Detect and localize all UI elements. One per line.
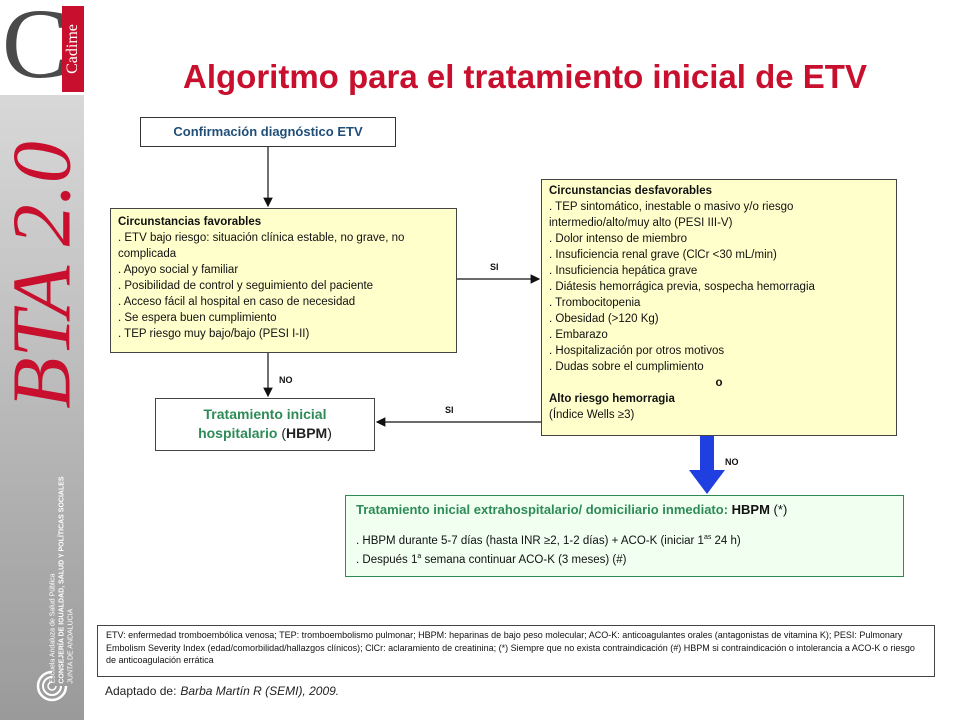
label-no-right: NO [725,457,739,467]
sidebar: C Cadime BTA 2.0 Escuela Andaluza de Sal… [0,0,89,720]
favorable-item: . TEP riesgo muy bajo/bajo (PESI I-II) [118,328,310,340]
arrow-unfavorable-to-extra-blue [689,436,725,494]
unfavorable-item: . Trombocitopenia [549,297,641,309]
hospital-paren-open: ( [277,425,286,441]
hospital-treatment-box: Tratamiento inicial hospitalario (HBPM) [155,398,375,451]
unfavorable-item: . Insuficiencia renal grave (ClCr <30 mL… [549,249,777,261]
hospital-hbpm: HBPM [286,425,328,441]
cadime-logo-letter: C [2,0,69,99]
outpatient-heading-hbpm: HBPM [731,502,770,517]
org-line-1: Escuela Andaluza de Salud Pública [49,573,57,684]
outpatient-item-2-sup: a [417,552,422,560]
org-line-2: CONSEJERÍA DE IGUALDAD, SALUD Y POLÍTICA… [58,476,66,684]
favorable-item: . Apoyo social y familiar [118,264,239,276]
unfavorable-heading: Circunstancias desfavorables [549,185,712,197]
bleeding-heading: Alto riesgo hemorragia [549,393,675,405]
unfavorable-circumstances-box: Circunstancias desfavorables . TEP sinto… [541,179,897,436]
outpatient-item-2-tail: semana continuar ACO-K (3 meses) (#) [421,553,627,566]
unfavorable-or: o [715,377,723,389]
favorable-item: . ETV bajo riesgo: situación clínica est… [118,232,405,260]
hospital-paren-close: ) [327,425,332,441]
unfavorable-item: . TEP sintomático, inestable o masivo y/… [549,201,794,229]
unfavorable-item: . Diátesis hemorrágica previa, sospecha … [549,281,815,293]
outpatient-item-1-text: . HBPM durante 5-7 días (hasta INR ≥2, 1… [356,534,704,547]
cadime-logo-text: Cadime [64,24,81,74]
favorable-item: . Acceso fácil al hospital en caso de ne… [118,296,356,308]
org-text: Escuela Andaluza de Salud Pública CONSEJ… [48,476,75,683]
unfavorable-item: . Obesidad (>120 Kg) [549,313,659,325]
org-prefix: JUNTA DE ANDALUCIA [67,608,75,684]
footnote-box: ETV: enfermedad tromboembólica venosa; T… [97,625,935,677]
label-si-bottom: SI [445,405,454,415]
favorable-item: . Posibilidad de control y seguimiento d… [118,280,374,292]
unfavorable-item: . Hospitalización por otros motivos [549,345,725,357]
source-citation: Adaptado de:Barba Martín R (SEMI), 2009. [105,684,339,698]
outpatient-heading-text: Tratamiento inicial extrahospitalario/ d… [356,502,732,517]
unfavorable-item: . Embarazo [549,329,608,341]
cadime-logo-badge: Cadime [62,6,84,92]
bta-logo-text: BTA 2.0 [0,141,89,409]
confirm-diagnosis-box: Confirmación diagnóstico ETV [140,117,396,147]
outpatient-item-2: . Después 1a semana continuar ACO-K (3 m… [356,549,893,568]
outpatient-item-1-tail: 24 h) [711,534,741,547]
outpatient-heading: Tratamiento inicial extrahospitalario/ d… [356,502,893,518]
label-no-left: NO [279,375,293,385]
unfavorable-item: . Dolor intenso de miembro [549,233,688,245]
hospital-line-2: hospitalario (HBPM) [156,424,374,443]
label-si-top: SI [490,262,499,272]
hospital-line-1: Tratamiento inicial [203,406,327,422]
outpatient-heading-tail: (*) [769,502,788,517]
source-prefix: Adaptado de: [105,684,177,698]
favorable-heading: Circunstancias favorables [118,216,262,228]
outpatient-treatment-box: Tratamiento inicial extrahospitalario/ d… [345,495,904,577]
sidebar-gradient [0,95,84,720]
unfavorable-item: . Dudas sobre el cumplimiento [549,361,704,373]
source-reference: Barba Martín R (SEMI), 2009. [180,684,340,698]
unfavorable-item: . Insuficiencia hepática grave [549,265,698,277]
page-title: Algoritmo para el tratamiento inicial de… [183,58,867,95]
hospital-word: hospitalario [198,425,278,441]
bleeding-detail: (Índice Wells ≥3) [549,409,635,421]
favorable-circumstances-box: Circunstancias favorables . ETV bajo rie… [110,208,457,353]
junta-andalucia-logo-icon [36,670,68,702]
outpatient-item-1: . HBPM durante 5-7 días (hasta INR ≥2, 1… [356,530,893,549]
outpatient-item-1-sup: as [703,534,712,541]
outpatient-item-2-text: . Después 1 [356,553,418,566]
favorable-item: . Se espera buen cumplimiento [118,312,277,324]
